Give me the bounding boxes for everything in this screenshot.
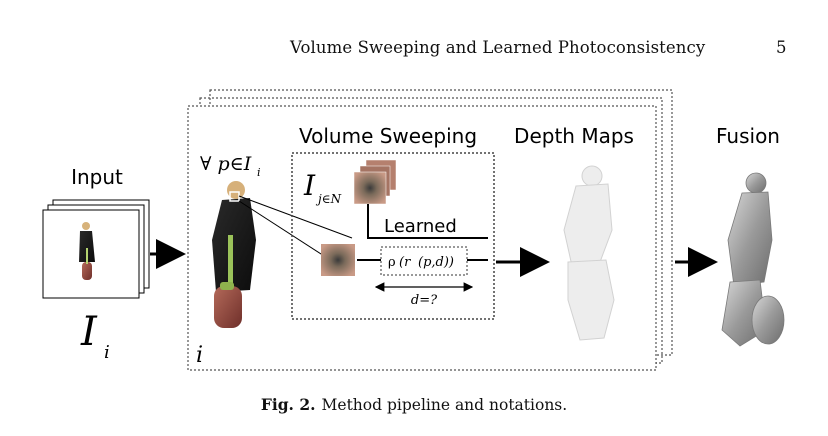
label-learned: Learned: [384, 216, 457, 237]
svg-text:I: I: [80, 309, 98, 355]
label-forall-p: ∀ p∈I i: [200, 153, 261, 179]
svg-text:I: I: [303, 169, 316, 202]
volume-sweeping-box: [291, 152, 495, 320]
caption-label: Fig. 2.: [260, 395, 316, 414]
label-view-index: i: [196, 343, 203, 368]
svg-text:i: i: [257, 166, 261, 179]
neighbor-patch-stack: [353, 159, 397, 205]
svg-text:j∈N: j∈N: [315, 192, 342, 206]
label-fusion: Fusion: [716, 124, 780, 148]
input-image-stack: [42, 199, 150, 299]
figure-caption: Fig. 2. Method pipeline and notations.: [0, 395, 828, 414]
svg-text:(r: (r: [399, 255, 411, 270]
label-depth-query: d=?: [411, 293, 438, 308]
page-number: 5: [776, 38, 787, 57]
label-I-j: I j∈N: [303, 169, 342, 206]
input-person-thumbnail: [79, 222, 95, 280]
zoom-line-top: [238, 195, 353, 239]
svg-text:(p,d)): (p,d)): [418, 255, 454, 270]
main-person-image: [212, 181, 256, 328]
rho-function-box: [380, 246, 468, 276]
label-input: Input: [71, 165, 123, 189]
svg-text:i: i: [104, 342, 110, 363]
label-depth-maps: Depth Maps: [514, 124, 634, 148]
depth-map-image: [563, 165, 615, 341]
running-head: Volume Sweeping and Learned Photoconsist…: [290, 38, 706, 57]
connector-learned: [367, 204, 488, 239]
svg-text:ρ: ρ: [388, 255, 396, 270]
reference-patch: [321, 244, 355, 276]
fusion-mesh-image: [721, 172, 785, 347]
rho-function-label: ρ (r (p,d)): [388, 255, 454, 270]
label-I-i: I i: [80, 309, 110, 363]
svg-text:∀ p∈I: ∀ p∈I: [200, 153, 252, 175]
caption-text: Method pipeline and notations.: [321, 396, 568, 414]
label-volume-sweeping: Volume Sweeping: [299, 124, 477, 148]
